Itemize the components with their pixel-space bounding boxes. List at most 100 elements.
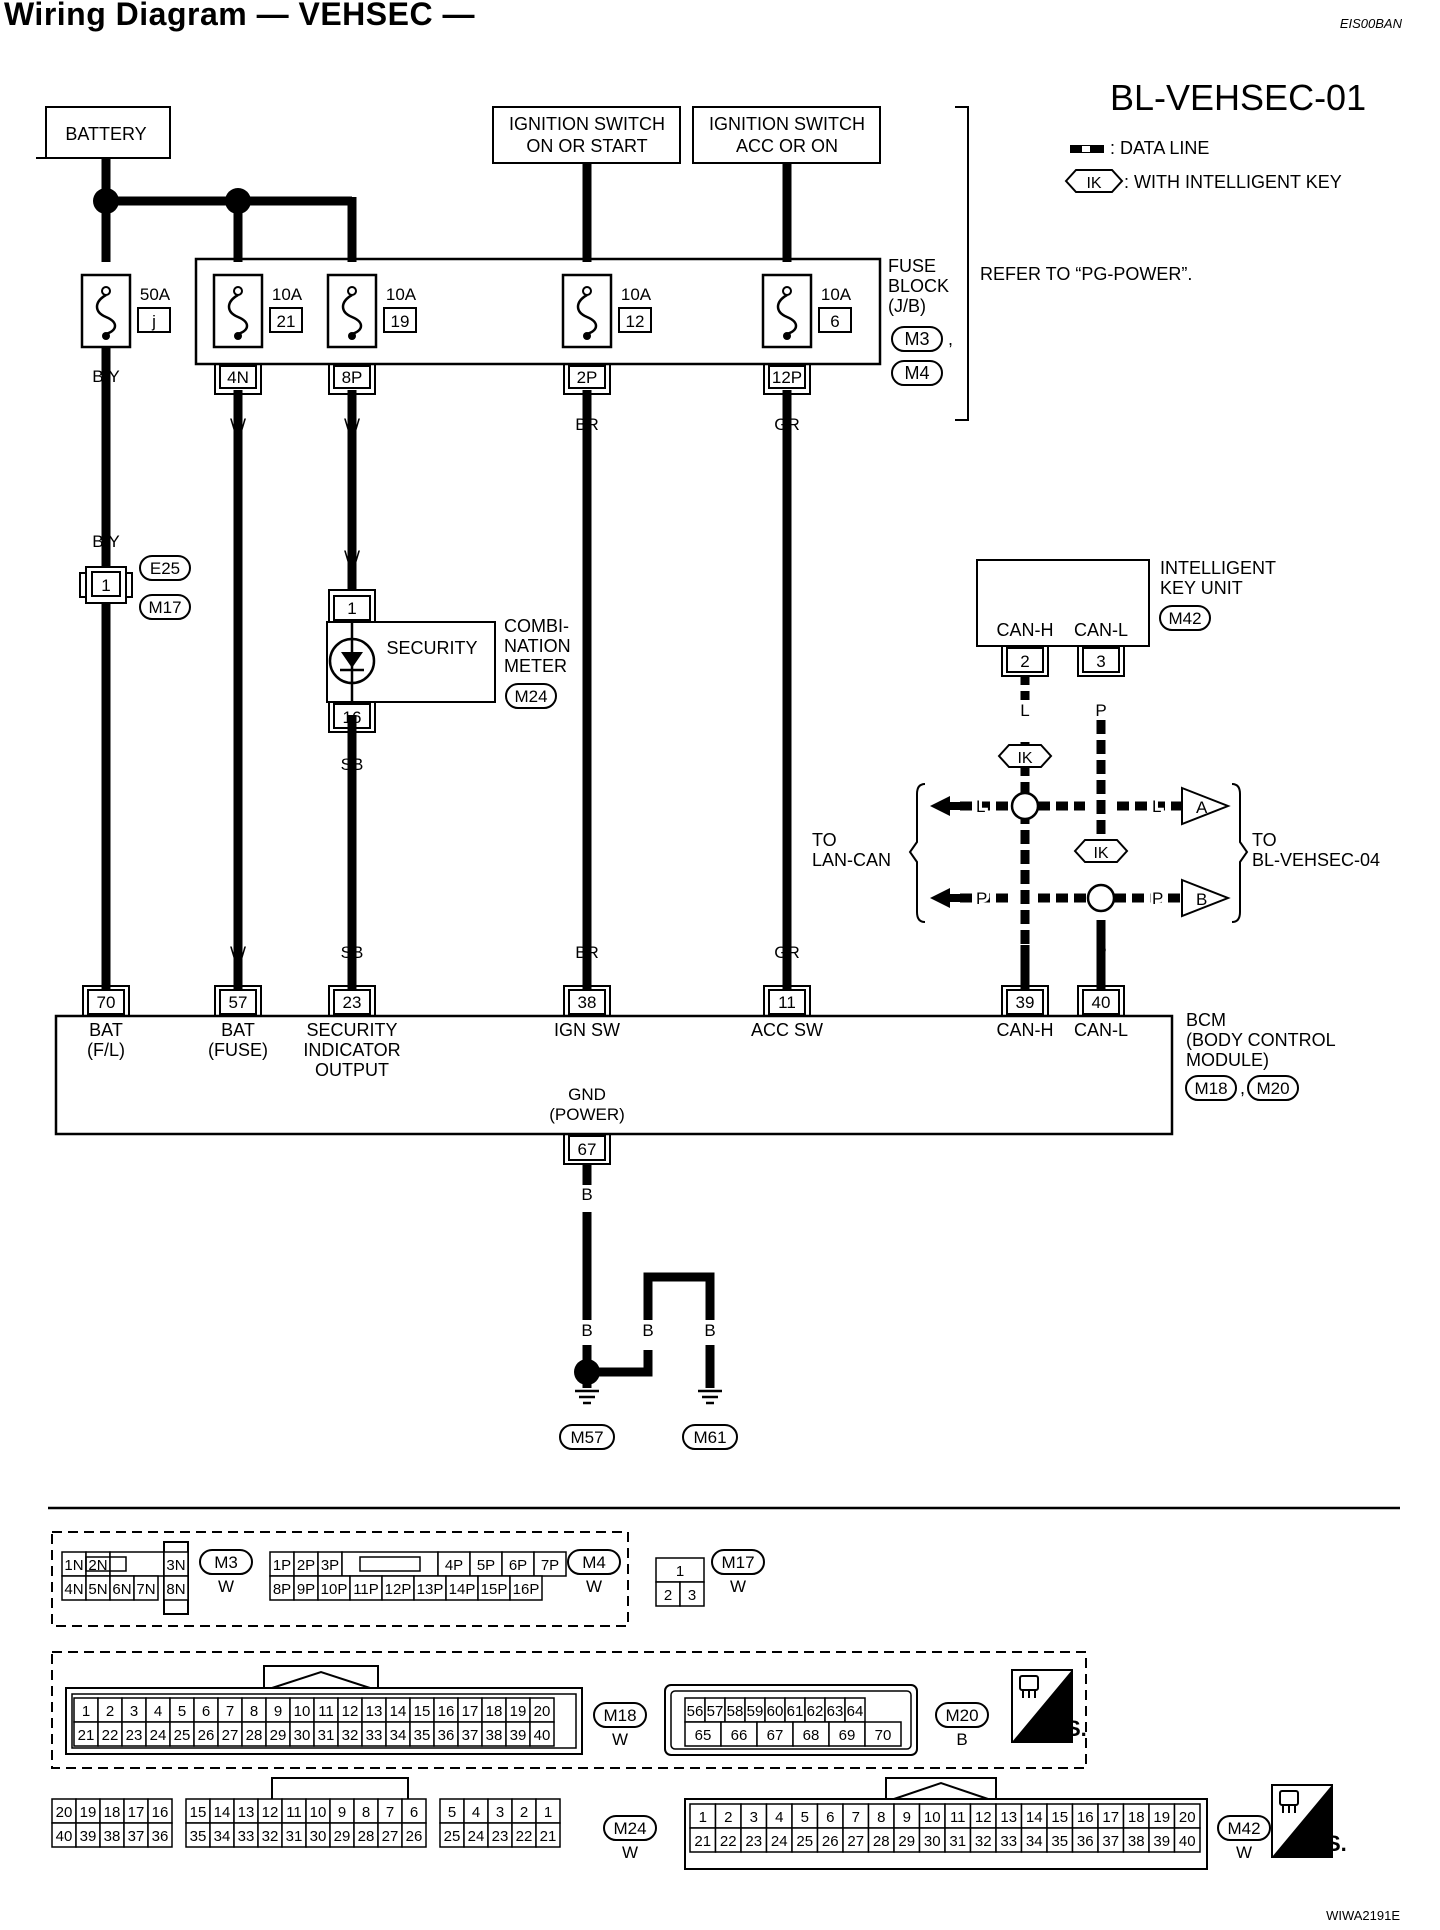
m18-pin-6: 6: [202, 1703, 210, 1720]
ign-acc-label-1: IGNITION SWITCH: [709, 114, 865, 134]
m18-pin-18: 18: [486, 1703, 503, 1720]
ign-on-label-1: IGNITION SWITCH: [509, 114, 665, 134]
meter-label-2: NATION: [504, 636, 571, 656]
m17-pin-2: 2: [664, 1587, 672, 1604]
connector-m4-color: W: [586, 1577, 602, 1596]
m4-pin-8P: 8P: [273, 1581, 291, 1598]
ign-on-label-2: ON OR START: [526, 136, 647, 156]
fuse-wire-1: B/Y: [92, 367, 119, 386]
m20-pin-69: 69: [839, 1727, 856, 1744]
m24-pin-7: 7: [386, 1804, 394, 1821]
joint-wire-bottom: L: [101, 625, 110, 644]
m18-pin-5: 5: [178, 1703, 186, 1720]
fuse-amp-2: 10A: [272, 285, 303, 304]
m4-pin-7P: 7P: [541, 1557, 559, 1574]
bcm-terminal-name-70: BAT: [89, 1020, 123, 1040]
m42-pin-17: 17: [1102, 1809, 1119, 1826]
m3-pin-3N: 3N: [166, 1557, 185, 1574]
m3-pin-6N: 6N: [112, 1581, 131, 1598]
m18-pin-36: 36: [438, 1727, 455, 1744]
m18-pin-38: 38: [486, 1727, 503, 1744]
m42-pin-31: 31: [949, 1833, 966, 1850]
to-vehsec-04-2: BL-VEHSEC-04: [1252, 850, 1380, 870]
meter-label-1: COMBI-: [504, 616, 569, 636]
connector-m17-label: M17: [721, 1553, 754, 1572]
bcm-terminal-name-38: IGN SW: [554, 1020, 620, 1040]
fuse-block-label-3: (J/B): [888, 296, 926, 316]
fuse-wire-4: BR: [575, 415, 599, 434]
key-unit-wire-l: P: [1095, 701, 1106, 720]
m17-pin-1: 1: [676, 1563, 684, 1580]
m42-pin-30: 30: [924, 1833, 941, 1850]
m42-pin-4: 4: [775, 1809, 783, 1826]
fuse-block-connector-2: M4: [904, 363, 929, 383]
bcm-gnd-label-1: GND: [568, 1085, 606, 1104]
bcm-pin-57: 57: [229, 993, 248, 1012]
m24-pin-11: 11: [286, 1804, 302, 1821]
m24-pin-25: 25: [444, 1828, 461, 1845]
m24-pin-29: 29: [334, 1828, 351, 1845]
m18-pin-12: 12: [342, 1703, 359, 1720]
bcm-connector-1: M18: [1194, 1079, 1227, 1098]
meter-wire-out: SB: [341, 755, 364, 774]
connector-m42-label: M42: [1227, 1819, 1260, 1838]
bcm-label-1: BCM: [1186, 1010, 1226, 1030]
m4-pin-6P: 6P: [509, 1557, 527, 1574]
m20-pin-59: 59: [747, 1703, 764, 1720]
svg-text:,: ,: [1240, 1078, 1245, 1098]
fuse-number-1: j: [151, 312, 156, 331]
joint-connector-m17: M17: [148, 598, 181, 617]
bcm-terminal-name2-70: (F/L): [87, 1040, 125, 1060]
bcm-terminal-name-11: ACC SW: [751, 1020, 823, 1040]
bcm-wire-40: P: [1095, 943, 1106, 962]
fuse-wire-2: W: [230, 415, 246, 434]
m18-pin-8: 8: [250, 1703, 258, 1720]
m17-pin-3: 3: [688, 1587, 696, 1604]
m42-pin-32: 32: [975, 1833, 992, 1850]
m18-pin-32: 32: [342, 1727, 359, 1744]
m24-pin-24: 24: [468, 1828, 485, 1845]
m42-pin-9: 9: [903, 1809, 911, 1826]
bcm-wire-11: GR: [774, 943, 800, 962]
fuse-3: [326, 273, 378, 349]
m24-pin-20: 20: [56, 1804, 73, 1821]
m18-pin-25: 25: [174, 1727, 191, 1744]
m20-pin-61: 61: [787, 1703, 804, 1720]
m42-pin-12: 12: [975, 1809, 992, 1826]
bcm-pin-11: 11: [778, 993, 796, 1012]
m24-pin-5: 5: [448, 1804, 456, 1821]
m24-pin-14: 14: [214, 1804, 231, 1821]
m24-pin-19: 19: [80, 1804, 97, 1821]
ground-m61: M61: [693, 1428, 726, 1447]
figure-code: WIWA2191E: [1326, 1908, 1400, 1923]
bcm-pin-38: 38: [578, 993, 597, 1012]
fuse-block-label-2: BLOCK: [888, 276, 949, 296]
page-title: Wiring Diagram — VEHSEC —: [4, 0, 475, 32]
connector-m3-label: M3: [214, 1553, 238, 1572]
connector-m18-color: W: [612, 1730, 628, 1749]
fuse-amp-5: 10A: [821, 285, 852, 304]
m18-pin-9: 9: [274, 1703, 282, 1720]
m18-pin-26: 26: [198, 1727, 215, 1744]
m24-pin-10: 10: [310, 1804, 327, 1821]
bcm-terminal-name3-23: OUTPUT: [315, 1060, 389, 1080]
m24-pin-40: 40: [56, 1828, 73, 1845]
fuse-pin-4: 2P: [577, 368, 598, 387]
m18-pin-3: 3: [130, 1703, 138, 1720]
m4-pin-3P: 3P: [321, 1557, 339, 1574]
joint-connector-e25: E25: [150, 559, 180, 578]
connector-m3-color: W: [218, 1577, 234, 1596]
m18-pin-21: 21: [78, 1727, 95, 1744]
fuse-amp-1: 50A: [140, 285, 171, 304]
m18-pin-19: 19: [510, 1703, 527, 1720]
fuse-number-3: 19: [391, 312, 410, 331]
m42-pin-15: 15: [1051, 1809, 1068, 1826]
bcm-terminal-name2-57: (FUSE): [208, 1040, 268, 1060]
fuse-wire-5: GR: [774, 415, 800, 434]
m4-pin-10P: 10P: [321, 1581, 348, 1598]
fuse-4: [561, 273, 613, 349]
key-unit-pin-l: 3: [1096, 652, 1105, 671]
